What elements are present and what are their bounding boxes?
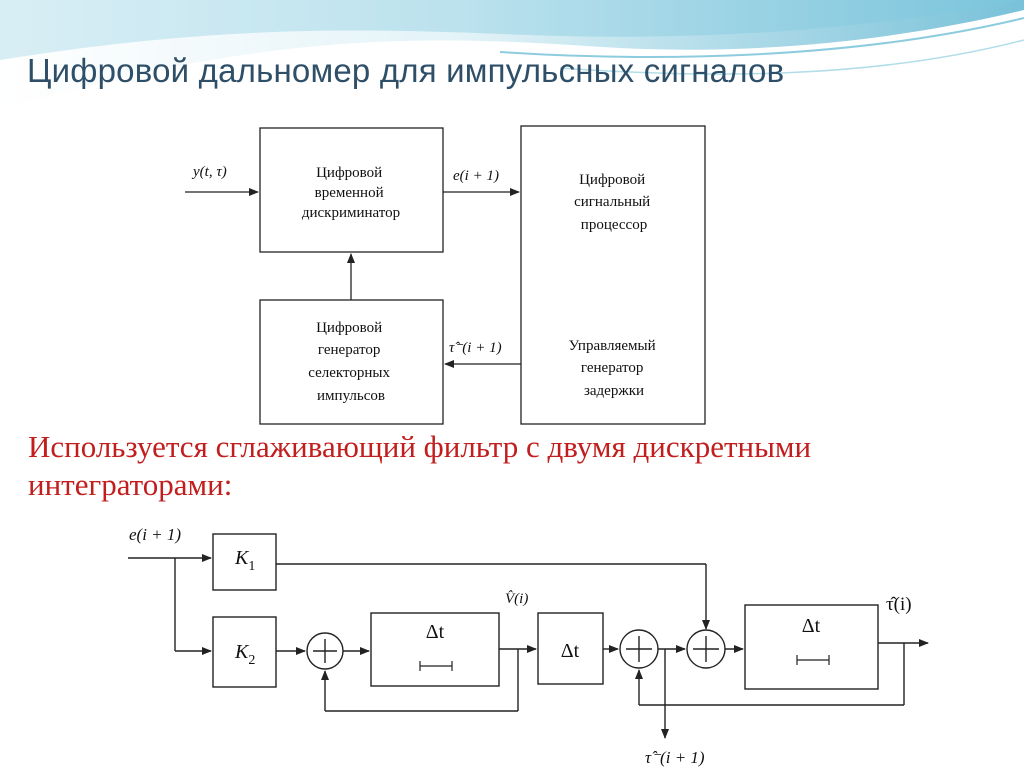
block-generator-line-1: Цифровой [316,320,382,336]
signal-e-label: e(i + 1) [453,168,499,184]
block-processor-line-1: Цифровой [579,172,645,188]
block-dt-3-label: Δt [802,615,821,637]
block-discriminator [259,127,444,253]
signal-tau-label: τ̂⁻(i + 1) [449,340,502,356]
block-delay-line-3: задержки [584,383,644,399]
header-wave-decoration [0,0,1024,110]
block-generator [259,299,444,425]
input-signal-label: y(t, τ) [191,164,227,180]
block-k1 [212,533,277,591]
tau-feedback-label: τ̂⁻(i + 1) [645,748,705,767]
block-dt-1-label: Δt [426,621,445,643]
velocity-estimate-label: V̂(i) [505,591,528,607]
block-delay-line-1: Управляемый [569,338,656,354]
block-generator-label: Цифровой генератор селекторных импульсов [308,320,393,404]
block-dt-2-label: Δt [561,640,580,662]
slide-subtitle: Используется сглаживающий фильтр с двумя… [28,429,812,502]
block-k2-label: K2 [234,641,255,668]
filter-output-label: τ̂(i) [886,594,912,615]
block-processor-label: Цифровой сигнальный процессор [574,172,654,233]
slide-title: Цифровой дальномер для импульсных сигнал… [27,52,785,89]
filter-input-label: e(i + 1) [129,525,181,544]
block-k2 [212,616,277,688]
block-discriminator-line-3: дискриминатор [302,205,400,221]
block-discriminator-line-1: Цифровой [316,165,382,181]
block-discriminator-line-2: временной [315,185,384,201]
block-processor [520,125,706,425]
block-k1-label: K1 [234,547,255,574]
block-delay-label: Управляемый генератор задержки [569,338,660,399]
block-generator-line-2: генератор [318,342,380,358]
block-dt-1 [370,612,500,687]
block-dt-3 [744,604,879,690]
block-generator-line-4: импульсов [317,388,385,404]
block-generator-line-3: селекторных [308,365,390,381]
block-processor-line-2: сигнальный [574,194,650,210]
block-delay-line-2: генератор [581,360,643,376]
block-dt-2 [537,612,604,685]
block-discriminator-label: Цифровой временной дискриминатор [302,165,400,221]
block-processor-line-3: процессор [581,217,647,233]
